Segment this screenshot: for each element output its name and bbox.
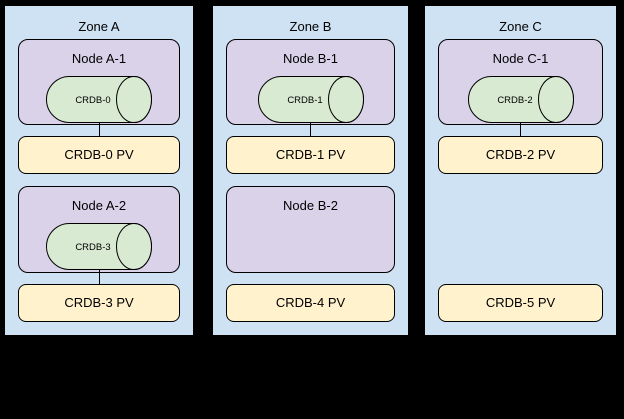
crdb-3-label: CRDB-3 — [75, 242, 110, 253]
zone-b-label: Zone B — [289, 19, 332, 34]
crdb-3-cylinder: CRDB-3 — [46, 223, 152, 270]
pv-crdb-2: CRDB-2 PV — [438, 136, 603, 174]
node-b-1: Node B-1 CRDB-1 — [226, 39, 395, 125]
node-c-1: Node C-1 CRDB-2 — [438, 39, 603, 125]
connector-crdb-2-to-pv — [520, 122, 521, 136]
cylinder-face — [116, 223, 152, 270]
crdb-2-label: CRDB-2 — [497, 95, 532, 106]
pv-crdb-1: CRDB-1 PV — [226, 136, 395, 174]
cylinder-face — [537, 76, 574, 123]
cylinder-face — [327, 76, 364, 123]
crdb-2-cylinder: CRDB-2 — [467, 76, 574, 123]
crdb-1-label: CRDB-1 — [287, 95, 322, 106]
node-a-1-label: Node A-1 — [71, 51, 127, 66]
node-a-2: Node A-2 CRDB-3 — [18, 186, 180, 273]
node-b-2-label: Node B-2 — [283, 198, 338, 213]
node-a-2-label: Node A-2 — [71, 198, 127, 213]
node-b-2: Node B-2 — [226, 186, 395, 273]
crdb-0-cylinder: CRDB-0 — [46, 76, 152, 123]
pv-crdb-3: CRDB-3 PV — [18, 284, 180, 322]
zone-b: Zone B Node B-1 CRDB-1 CRDB-1 PV Node B-… — [212, 5, 409, 336]
zone-a-label: Zone A — [78, 19, 120, 34]
node-b-1-label: Node B-1 — [283, 51, 338, 66]
zone-c-label: Zone C — [499, 19, 542, 34]
connector-crdb-1-to-pv — [310, 122, 311, 136]
zone-c: Zone C Node C-1 CRDB-2 CRDB-2 PV CRDB-5 … — [424, 5, 617, 336]
pv-crdb-4: CRDB-4 PV — [226, 284, 395, 322]
connector-crdb-3-to-pv — [98, 269, 100, 284]
crdb-0-label: CRDB-0 — [75, 95, 110, 106]
pv-crdb-5: CRDB-5 PV — [438, 284, 603, 322]
pv-crdb-0: CRDB-0 PV — [18, 136, 180, 174]
crdb-1-cylinder: CRDB-1 — [257, 76, 364, 123]
node-a-1: Node A-1 CRDB-0 — [18, 39, 180, 125]
node-c-1-label: Node C-1 — [492, 51, 549, 66]
cylinder-face — [116, 76, 152, 123]
zone-a: Zone A Node A-1 CRDB-0 CRDB-0 PV Node A-… — [4, 5, 194, 336]
connector-crdb-0-to-pv — [98, 122, 100, 136]
